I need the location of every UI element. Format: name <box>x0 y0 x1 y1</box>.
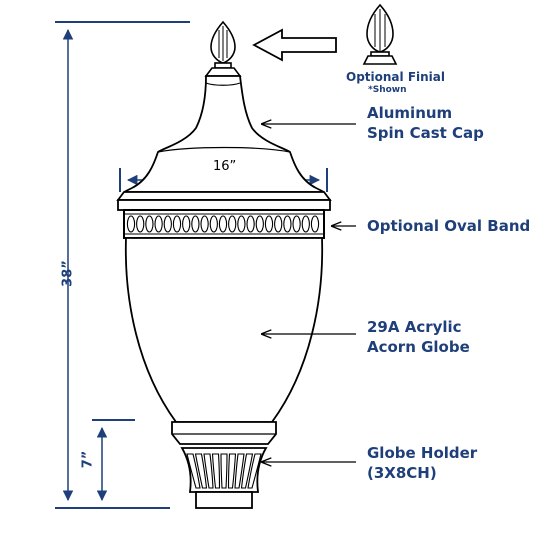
finial-arrow-icon <box>252 28 337 62</box>
band-oval <box>209 215 218 233</box>
leader-arrows <box>262 124 356 462</box>
holder-height-dimension <box>92 419 135 502</box>
band-oval <box>218 215 228 233</box>
globe-label-line2: Acorn Globe <box>367 338 470 356</box>
optional-finial-icon <box>362 3 398 65</box>
shown-note: *Shown <box>368 85 407 95</box>
holder-label-line1: Globe Holder <box>367 444 478 462</box>
holder-label-line2: (3X8CH) <box>367 464 437 482</box>
band-oval <box>301 215 310 233</box>
band-oval <box>274 215 283 233</box>
holder-flute <box>203 453 214 489</box>
band-oval <box>255 215 264 233</box>
total-height-dimension <box>55 21 190 509</box>
holder-flute <box>220 453 228 489</box>
band-oval <box>246 215 255 233</box>
holder-flute <box>240 453 254 489</box>
cap-label-line2: Spin Cast Cap <box>367 124 484 142</box>
holder-flute <box>227 453 237 489</box>
globe-label-line1: 29A Acrylic <box>367 318 462 336</box>
cap-label-line1: Aluminum <box>367 104 453 122</box>
oval-band-label: Optional Oval Band <box>367 217 531 235</box>
finial-icon <box>204 20 242 77</box>
band-oval <box>310 215 320 233</box>
band-oval <box>172 215 182 233</box>
width-label: 16” <box>213 159 237 174</box>
band-oval <box>292 215 301 233</box>
band-oval <box>182 215 191 233</box>
acorn-globe-icon <box>124 237 324 423</box>
holder-flute <box>194 453 208 489</box>
band-oval <box>163 215 172 233</box>
band-oval <box>200 215 209 233</box>
globe-holder-icon <box>171 421 277 509</box>
holder-flute <box>247 453 262 489</box>
band-oval <box>154 215 163 233</box>
band-oval <box>264 215 274 233</box>
band-oval <box>126 215 136 233</box>
band-oval <box>191 215 200 233</box>
cap-icon <box>123 75 325 193</box>
holder-flute <box>186 453 201 489</box>
total-height-label: 38” <box>60 260 76 287</box>
holder-flute <box>234 453 245 489</box>
band-oval <box>228 215 237 233</box>
band-oval <box>237 215 246 233</box>
band-oval <box>145 215 154 233</box>
optional-finial-label: Optional Finial <box>346 70 445 84</box>
holder-height-label: 7” <box>80 450 96 469</box>
oval-band-icon <box>116 191 332 239</box>
band-oval <box>136 215 145 233</box>
band-oval <box>283 215 292 233</box>
holder-flute <box>211 453 221 489</box>
